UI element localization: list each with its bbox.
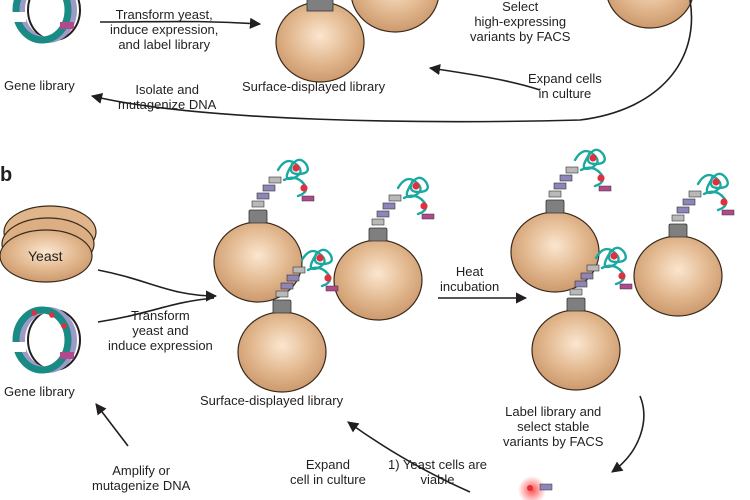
expand-a-line-2: in culture [538,86,592,101]
label-line-1: Label library and [505,404,602,419]
surface-cell-b2 [332,176,436,322]
arrow-amplify [95,403,129,447]
gene-library-plasmid-b [12,310,80,370]
label-line-2: select stable [517,419,590,434]
arrow-transform-a [99,17,262,29]
panel-a [12,0,695,123]
arrow-yeast-to-library [97,269,218,302]
select-line-1: Select [502,0,539,14]
isolate-label-a: Isolate and mutagenize DNA [118,82,216,112]
expand-b-line-1: Expand [305,457,350,472]
heat-line-1: Heat [455,264,484,279]
arrow-label-facs [611,395,645,473]
expand-a-line-1: Expand cells [528,71,602,86]
arrow-expand-b [347,421,471,493]
panel-b-letter: b [0,164,13,186]
expand-label-a: Expand cells in culture [528,71,602,101]
arrow-plasmid-to-library [97,297,215,323]
gene-library-label-a: Gene library [4,78,75,93]
expand-b-line-2: cell in culture [290,472,366,487]
anchor-a1 [306,0,334,12]
yeast-label: Yeast [28,248,63,264]
surface-cell-a1 [275,1,365,83]
isolate-line-2: mutagenize DNA [118,97,217,112]
heat-line-2: incubation [440,279,500,294]
surface-cell-a2 [350,0,440,33]
gene-library-label-b: Gene library [4,384,75,399]
transform-b-line-1: Transform [131,308,190,323]
heat-label: Heat incubation [440,264,499,294]
stable-cell-b5 [632,172,736,318]
panel-b [0,148,736,500]
select-label-a: Select high-expressing variants by FACS [470,0,570,44]
surface-library-label-a: Surface-displayed library [242,79,386,94]
transform-b-line-3: induce expression [108,338,213,353]
select-line-3: variants by FACS [470,29,571,44]
viable-line-1: 1) Yeast cells are [388,457,488,472]
yeast-stack [0,205,97,283]
transform-line-3: and label library [118,37,211,52]
amplify-line-1: Amplify or [112,463,171,478]
viable-line-2: viable [420,472,455,487]
select-line-2: high-expressing [474,14,567,29]
gene-library-plasmid-a [12,0,80,40]
transform-label-b: Transform yeast and induce expression [108,308,213,353]
expand-label-b: Expand cell in culture [290,457,366,487]
transform-line-1: Transform yeast, [115,7,213,22]
transform-label-a: Transform yeast, induce expression, and … [110,7,218,52]
viable-label: 1) Yeast cells are viable [388,457,487,487]
arrow-expand-a [428,63,541,91]
label-select-label-b: Label library and select stable variants… [503,404,603,449]
amplify-line-2: mutagenize DNA [92,478,191,493]
transform-line-2: induce expression, [110,22,219,37]
arrow-return-a [90,0,693,123]
transform-b-line-2: yeast and [132,323,189,338]
amplify-label: Amplify or mutagenize DNA [92,463,190,493]
isolate-line-1: Isolate and [135,82,199,97]
surface-cell-a3 [605,0,695,29]
label-line-3: variants by FACS [503,434,604,449]
sorted-cell-glow [518,476,553,500]
surface-library-label-b: Surface-displayed library [200,393,344,408]
